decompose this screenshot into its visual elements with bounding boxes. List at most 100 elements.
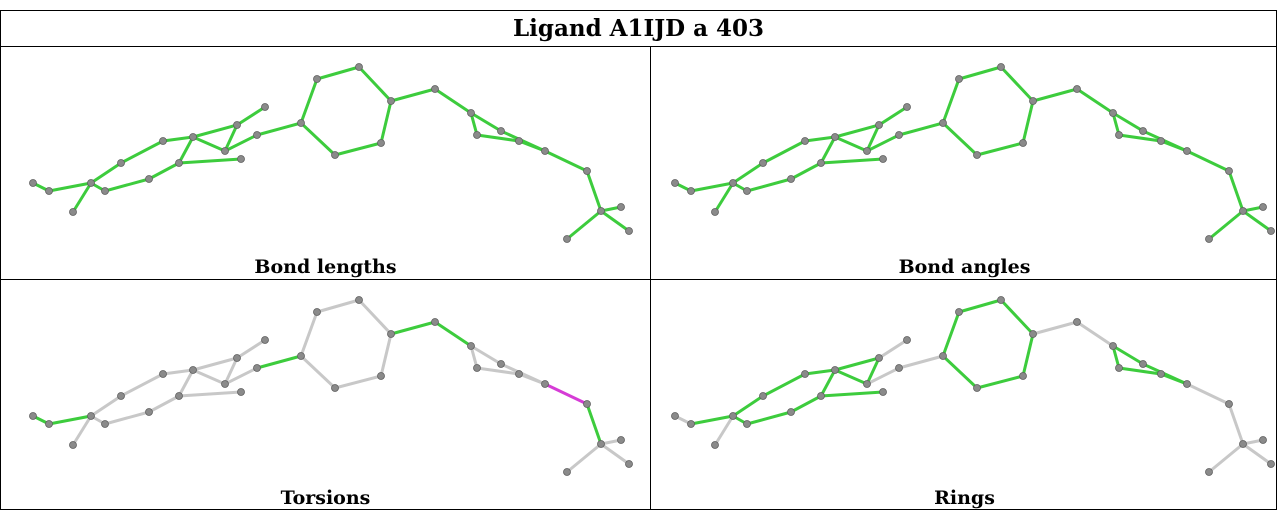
bond <box>1159 139 1189 153</box>
bond <box>475 366 521 376</box>
bond <box>389 87 437 103</box>
bond <box>191 135 227 153</box>
atom <box>1157 370 1165 378</box>
atom <box>69 208 77 216</box>
atom <box>973 384 981 392</box>
atom <box>787 408 795 416</box>
bond <box>379 99 393 145</box>
panel-torsions: Torsions <box>1 280 650 509</box>
bond <box>147 394 181 414</box>
bond <box>833 356 881 372</box>
bond <box>941 354 979 390</box>
bond <box>469 344 503 366</box>
bond <box>1207 209 1245 241</box>
bond <box>599 442 631 466</box>
atom <box>831 133 839 141</box>
atom <box>895 131 903 139</box>
bond <box>255 121 303 137</box>
atom <box>671 179 679 187</box>
atom <box>175 392 183 400</box>
caption-torsions: Torsions <box>280 487 371 509</box>
bond <box>543 149 589 173</box>
atom <box>45 187 53 195</box>
atom <box>473 131 481 139</box>
atom <box>671 412 679 420</box>
atom <box>563 468 571 476</box>
atom <box>875 121 883 129</box>
bond <box>819 135 837 165</box>
bond <box>975 141 1025 157</box>
atom <box>997 296 1005 304</box>
atom <box>583 400 591 408</box>
caption-bond-lengths: Bond lengths <box>254 256 397 278</box>
atom <box>711 208 719 216</box>
bond <box>761 372 807 398</box>
bond <box>565 442 603 474</box>
caption-bond-angles: Bond angles <box>898 256 1031 278</box>
bond <box>543 382 589 406</box>
bond <box>223 133 259 153</box>
bond <box>975 374 1025 390</box>
bond <box>865 366 901 386</box>
atom <box>467 109 475 117</box>
column-divider <box>650 47 651 509</box>
bond <box>897 354 945 370</box>
atom <box>729 179 737 187</box>
atom <box>939 352 947 360</box>
bond <box>745 177 793 193</box>
bond <box>223 356 239 386</box>
bond <box>689 181 735 193</box>
atom <box>541 147 549 155</box>
atom <box>253 131 261 139</box>
bond <box>89 161 123 185</box>
bond <box>1227 169 1245 213</box>
bond <box>177 368 195 398</box>
bond <box>333 141 383 157</box>
bond <box>333 374 383 390</box>
bond <box>1207 442 1245 474</box>
atom <box>617 203 625 211</box>
atom <box>313 308 321 316</box>
atom <box>875 354 883 362</box>
bond <box>71 414 93 447</box>
bond <box>865 123 881 153</box>
bond <box>745 410 793 426</box>
bond <box>1241 209 1273 233</box>
bond <box>941 310 961 358</box>
atom <box>331 151 339 159</box>
atom <box>743 187 751 195</box>
bond <box>689 414 735 426</box>
bond <box>379 332 393 378</box>
atom <box>189 366 197 374</box>
bond <box>315 65 361 81</box>
panel-bond-lengths: Bond lengths <box>1 47 650 279</box>
atom <box>515 370 523 378</box>
atom <box>1115 364 1123 372</box>
bond <box>941 77 961 125</box>
atom <box>879 388 887 396</box>
atom <box>1073 85 1081 93</box>
atom <box>261 336 269 344</box>
atom <box>895 364 903 372</box>
atom <box>863 380 871 388</box>
atom <box>879 155 887 163</box>
atom <box>175 159 183 167</box>
atom <box>467 342 475 350</box>
bond <box>877 105 909 127</box>
bond <box>1185 149 1231 173</box>
bond <box>103 410 151 426</box>
atom <box>431 85 439 93</box>
validation-table: Ligand A1IJD a 403 Bond lengths Bond ang… <box>0 10 1277 510</box>
bond <box>803 135 837 143</box>
bond <box>47 181 93 193</box>
atom <box>1139 127 1147 135</box>
bond <box>585 402 603 446</box>
atom <box>625 460 633 468</box>
ligand-title: Ligand A1IJD a 403 <box>1 11 1276 47</box>
atom <box>233 121 241 129</box>
atom <box>1029 97 1037 105</box>
bond <box>177 390 243 398</box>
bond <box>223 123 239 153</box>
atom <box>1205 235 1213 243</box>
atom <box>817 392 825 400</box>
